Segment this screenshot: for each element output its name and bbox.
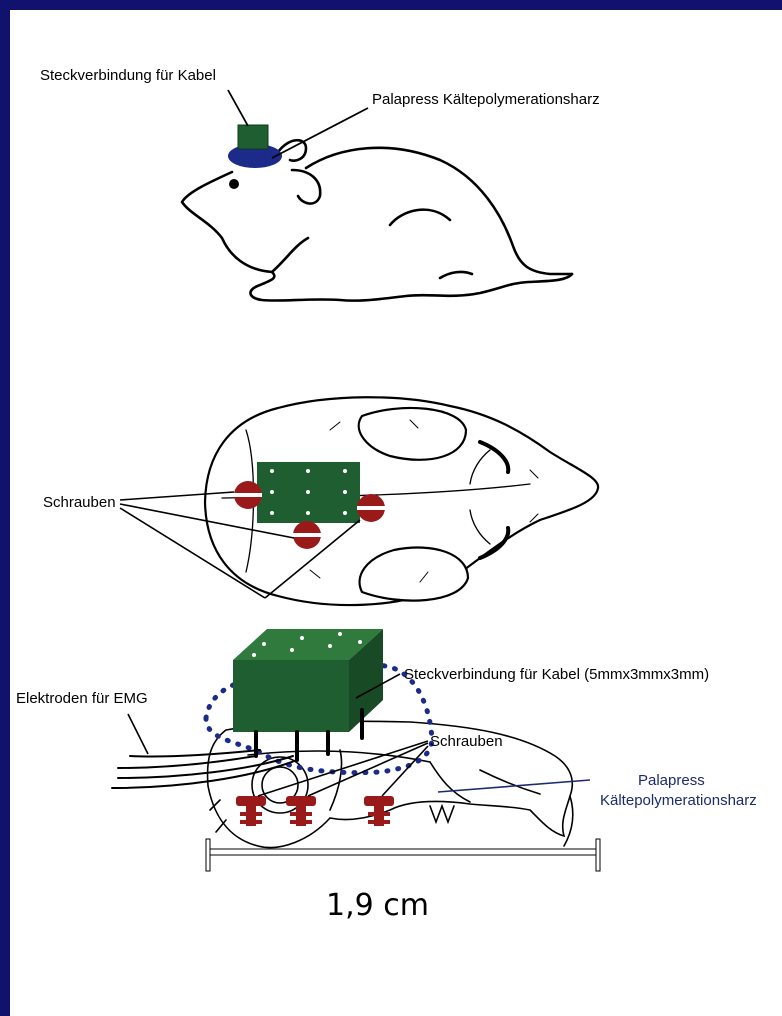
bottom-resin-leader (438, 780, 590, 792)
side-screw-1 (236, 796, 266, 826)
mouse-eye (229, 179, 239, 189)
screw-bottom (293, 521, 321, 549)
screw-left (234, 481, 262, 509)
bottom-screws-leaders (258, 741, 428, 796)
bottom-connector-label: Steckverbindung für Kabel (5mmx3mmx3mm) (404, 666, 709, 683)
middle-screws-label: Schrauben (43, 494, 116, 511)
bottom-screws-label: Schrauben (430, 733, 503, 750)
bottom-electrodes-label: Elektroden für EMG (16, 690, 148, 707)
top-connector-label: Steckverbindung für Kabel (40, 67, 216, 84)
bottom-resin-label-1: Palapress (638, 772, 705, 789)
slide: Steckverbindung für Kabel Palapress Kält… (10, 10, 782, 1016)
side-screws (236, 796, 394, 826)
connector-top (238, 125, 268, 149)
skull-side-view (208, 721, 573, 847)
top-resin-label: Palapress Kältepolymerationsharz (372, 91, 600, 108)
bottom-electrodes-leader (128, 714, 148, 754)
scale-bar-label: 1,9 cm (326, 888, 429, 923)
implant-diagram: Steckverbindung für Kabel Palapress Kält… (10, 10, 782, 1016)
bottom-resin-label-2: Kältepolymerationsharz (600, 792, 757, 809)
screw-right (357, 494, 385, 522)
scale-bar (206, 839, 600, 871)
top-connector-leader (228, 90, 248, 126)
